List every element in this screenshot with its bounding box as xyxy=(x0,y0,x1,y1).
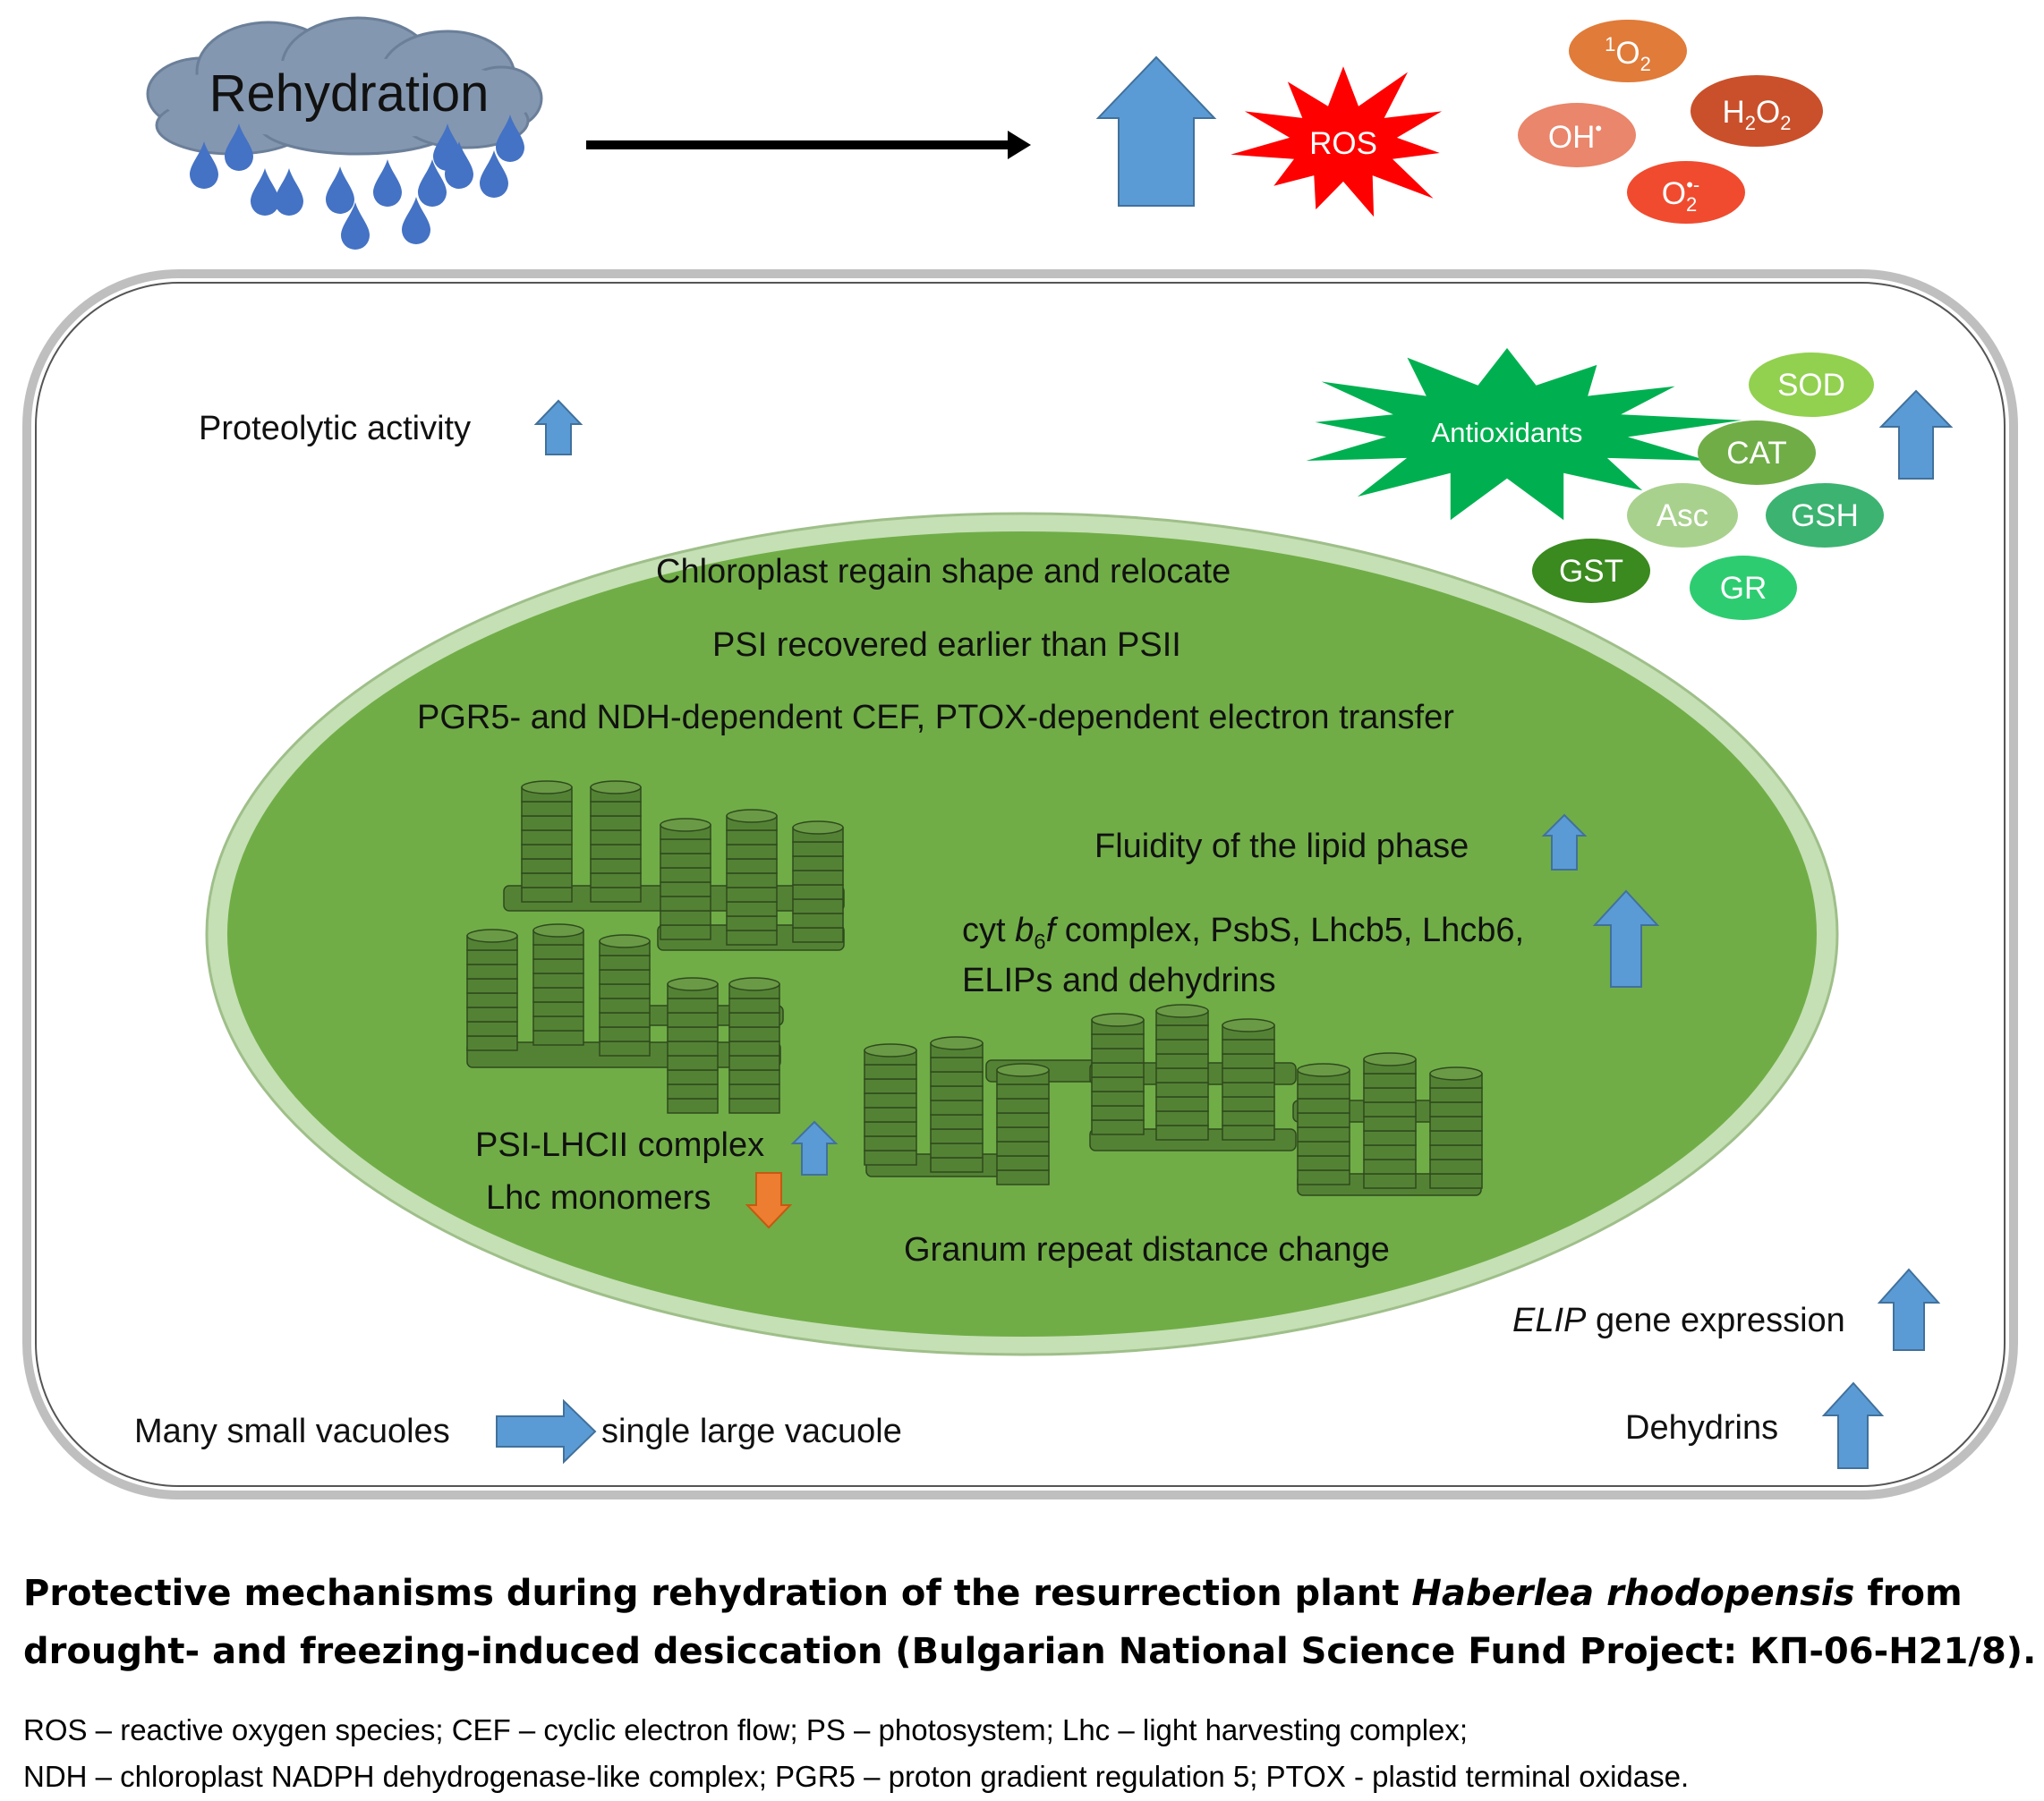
ros-species-hydrogen-peroxide: H2O2 xyxy=(1691,75,1823,147)
ros-burst-icon xyxy=(1231,66,1443,217)
rain-drop-icon xyxy=(341,202,370,250)
rain-drop-icon xyxy=(433,123,462,171)
antioxidants-burst-icon xyxy=(1306,348,1742,521)
antioxidant-asc-label: Asc xyxy=(1656,498,1708,533)
antioxidant-gsh-bubble xyxy=(1766,483,1884,548)
hydroxyl-bubble xyxy=(1518,103,1636,167)
process-arrow-icon xyxy=(586,131,1031,159)
lhc-monomers-down-arrow-icon xyxy=(745,1172,793,1229)
dehydrins-up-arrow-icon xyxy=(1821,1381,1885,1469)
ros-species-superoxide: O2•- xyxy=(1627,161,1745,224)
antioxidant-cat-bubble xyxy=(1698,421,1816,485)
rain-drop-icon xyxy=(225,123,253,171)
antioxidant-cat-label: CAT xyxy=(1726,436,1786,471)
ros-burst: ROS xyxy=(1231,66,1443,217)
psi-recovery-label: PSI recovered earlier than PSII xyxy=(712,626,1181,664)
cyt-complex-label: cyt b6f complex, PsbS, Lhcb5, Lhcb6, xyxy=(962,912,1525,955)
proteolytic-up-arrow-icon xyxy=(533,399,583,455)
antioxidant-gst-label: GST xyxy=(1559,554,1623,589)
dehydrins-label: Dehydrins xyxy=(1625,1409,1779,1447)
rain-drop-icon xyxy=(480,150,508,198)
chloroplast-shape-label: Chloroplast regain shape and relocate xyxy=(656,553,1231,590)
rain-drop-icon xyxy=(190,141,218,189)
granum-distance-label: Granum repeat distance change xyxy=(904,1231,1390,1269)
psi-lhcii-up-arrow-icon xyxy=(790,1120,839,1176)
rain-drop-icon xyxy=(373,159,402,207)
ros-increase-arrow-icon xyxy=(1095,55,1217,207)
singlet-oxygen-bubble xyxy=(1569,20,1687,82)
fluidity-up-arrow-icon xyxy=(1541,813,1588,871)
figure-caption-line-2: drought- and freezing-induced desiccatio… xyxy=(23,1631,2037,1672)
antioxidant-gst-bubble xyxy=(1532,539,1650,603)
antioxidant-gst: GST xyxy=(1532,539,1650,603)
antioxidant-gr: GR xyxy=(1690,556,1797,620)
abbreviations-line-2: NDH – chloroplast NADPH dehydrogenase-li… xyxy=(23,1760,1690,1793)
hydrogen-peroxide-label: H2O2 xyxy=(1722,95,1791,134)
rain-drop-icon xyxy=(445,141,473,189)
rain-drop-icon xyxy=(251,168,279,216)
vacuole-right-arrow-icon xyxy=(496,1398,597,1465)
antioxidant-sod-label: SOD xyxy=(1777,368,1845,403)
rain-drop-icon xyxy=(326,166,354,214)
cef-label: PGR5- and NDH-dependent CEF, PTOX-depend… xyxy=(417,699,1454,736)
rehydration-label: Rehydration xyxy=(209,64,490,123)
psi-lhcii-label: PSI-LHCII complex xyxy=(475,1126,765,1164)
antioxidant-asc-bubble xyxy=(1627,483,1738,548)
ros-species-singlet-oxygen: 1O2 xyxy=(1569,20,1687,82)
antioxidant-asc: Asc xyxy=(1627,483,1738,548)
antioxidants-label: Antioxidants xyxy=(1432,417,1583,448)
antioxidants-burst: Antioxidants xyxy=(1306,348,1742,521)
vacuoles-from-label: Many small vacuoles xyxy=(134,1413,450,1450)
rain-drop-icon xyxy=(402,197,430,244)
antioxidant-gr-bubble xyxy=(1690,556,1797,620)
proteolytic-activity-label: Proteolytic activity xyxy=(199,410,472,447)
lhc-monomers-label: Lhc monomers xyxy=(486,1179,711,1217)
elips-dehydrins-label: ELIPs and dehydrins xyxy=(962,962,1276,999)
hydrogen-peroxide-bubble xyxy=(1691,75,1823,147)
ros-species-hydroxyl: OH• xyxy=(1518,103,1636,167)
rain-drop-icon xyxy=(275,168,303,216)
hydroxyl-label: OH• xyxy=(1548,117,1602,155)
abbreviations-line-1: ROS – reactive oxygen species; CEF – cyc… xyxy=(23,1713,1469,1746)
vacuoles-to-label: single large vacuole xyxy=(601,1413,902,1450)
thylakoid-grana-icon xyxy=(466,780,1483,1196)
antioxidant-cat: CAT xyxy=(1698,421,1816,485)
antioxidant-gsh-label: GSH xyxy=(1791,498,1859,533)
antioxidant-sod: SOD xyxy=(1749,353,1874,417)
rain-drops-icon xyxy=(190,115,524,250)
rain-drop-icon xyxy=(496,115,524,162)
antioxidants-up-arrow-icon xyxy=(1878,389,1954,480)
ros-label: ROS xyxy=(1309,126,1377,161)
superoxide-label: O2•- xyxy=(1662,174,1700,216)
superoxide-bubble xyxy=(1627,161,1745,224)
cyt-complex-up-arrow-icon xyxy=(1592,889,1660,988)
rain-cloud-icon xyxy=(146,16,543,156)
chloroplast-body xyxy=(227,531,1817,1337)
antioxidant-sod-bubble xyxy=(1749,353,1874,417)
antioxidant-enzymes: SOD CAT Asc GSH GST GR xyxy=(1532,353,1884,620)
antioxidant-gsh: GSH xyxy=(1766,483,1884,548)
antioxidant-gr-label: GR xyxy=(1720,571,1767,606)
fluidity-label: Fluidity of the lipid phase xyxy=(1094,828,1469,865)
figure-caption-line-1: Protective mechanisms during rehydration… xyxy=(23,1573,1963,1614)
elip-expression-label: ELIP gene expression xyxy=(1512,1302,1845,1339)
rain-drop-icon xyxy=(418,159,447,207)
elip-up-arrow-icon xyxy=(1877,1268,1941,1351)
singlet-oxygen-label: 1O2 xyxy=(1605,33,1651,75)
